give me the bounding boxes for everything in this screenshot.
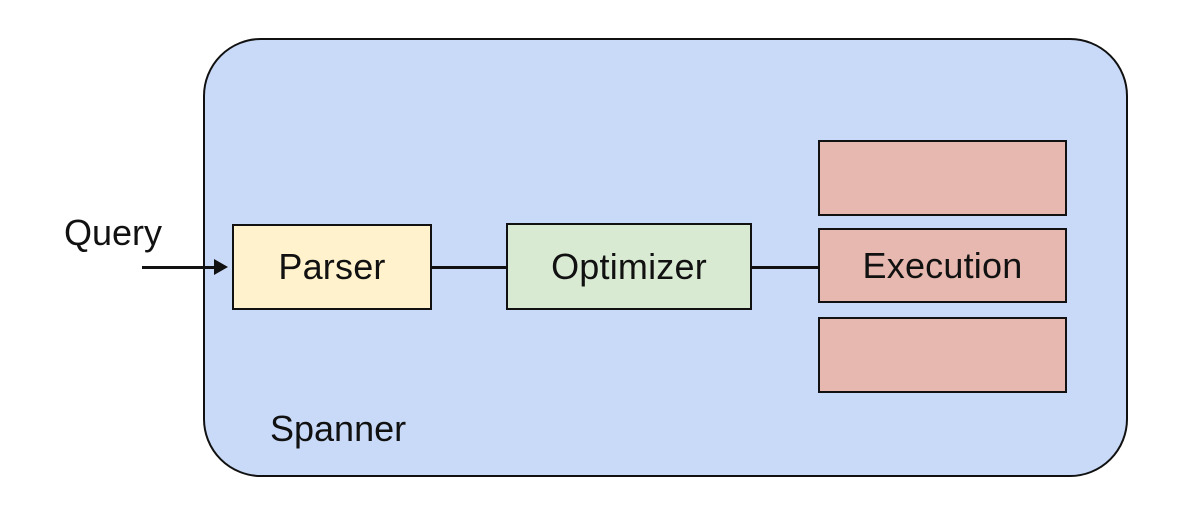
execution-node-label: Execution <box>862 244 1023 286</box>
arrow-right-icon <box>214 259 228 275</box>
query-label: Query <box>64 212 163 253</box>
optimizer-to-execution-connector <box>752 266 818 269</box>
execution-node-top <box>818 140 1067 216</box>
parser-to-optimizer-connector <box>432 266 506 269</box>
execution-node: Execution <box>818 228 1067 303</box>
execution-node-bottom <box>818 317 1067 393</box>
optimizer-node: Optimizer <box>506 223 752 310</box>
optimizer-node-label: Optimizer <box>551 245 707 287</box>
spanner-container-label: Spanner <box>270 408 407 449</box>
parser-node-label: Parser <box>278 246 386 287</box>
query-to-parser-connector <box>142 266 216 269</box>
parser-node: Parser <box>232 224 432 310</box>
